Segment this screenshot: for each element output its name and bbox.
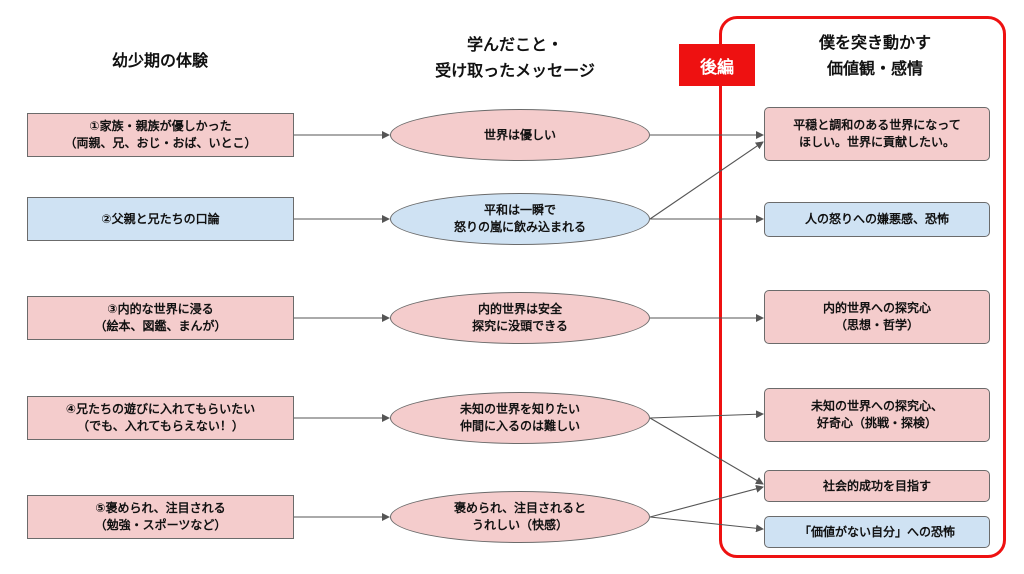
experience-box-1: ①家族・親族が優しかった （両親、兄、おじ・おば、いとこ） bbox=[27, 113, 294, 157]
arrow-msg4-val5 bbox=[649, 417, 764, 485]
arrow-msg5-val6 bbox=[649, 516, 764, 533]
value-box-4: 未知の世界への探究心、 好奇心（挑戦・探検） bbox=[764, 388, 990, 442]
experience-box-3: ③内的な世界に浸る （絵本、図鑑、まんが） bbox=[27, 296, 294, 340]
part-tag: 後編 bbox=[679, 44, 755, 86]
column-header-values: 僕を突き動かす 価値観・感情 bbox=[818, 33, 931, 78]
experience-box-4: ④兄たちの遊びに入れてもらいたい （でも、入れてもらえない！） bbox=[27, 396, 294, 440]
experience-box-5: ⑤褒められ、注目される （勉強・スポーツなど） bbox=[27, 495, 294, 539]
value-box-6: 「価値がない自分」への恐怖 bbox=[764, 516, 990, 548]
message-ellipse-3: 内的世界は安全 探究に没頭できる bbox=[390, 292, 650, 344]
message-ellipse-5: 褒められ、注目されると うれしい（快感） bbox=[390, 491, 650, 543]
message-ellipse-4: 未知の世界を知りたい 仲間に入るのは難しい bbox=[390, 392, 650, 444]
values-highlight-frame bbox=[719, 16, 1006, 558]
experience-box-2: ②父親と兄たちの口論 bbox=[27, 197, 294, 241]
column-header-childhood: 幼少期の体験 bbox=[111, 51, 208, 70]
column-header-learned: 学んだこと・ 受け取ったメッセージ bbox=[435, 35, 595, 80]
value-box-5: 社会的成功を目指す bbox=[764, 470, 990, 502]
message-ellipse-1: 世界は優しい bbox=[390, 109, 650, 161]
arrow-msg5-val5 bbox=[649, 484, 764, 518]
arrow-msg2-val1 bbox=[649, 141, 764, 220]
arrow-msg4-val4 bbox=[649, 410, 764, 419]
message-ellipse-2: 平和は一瞬で 怒りの嵐に飲み込まれる bbox=[390, 193, 650, 245]
value-box-3: 内的世界への探究心 （思想・哲学） bbox=[764, 290, 990, 344]
value-box-1: 平穏と調和のある世界になって ほしい。世界に貢献したい。 bbox=[764, 107, 990, 161]
value-box-2: 人の怒りへの嫌悪感、恐怖 bbox=[764, 202, 990, 237]
